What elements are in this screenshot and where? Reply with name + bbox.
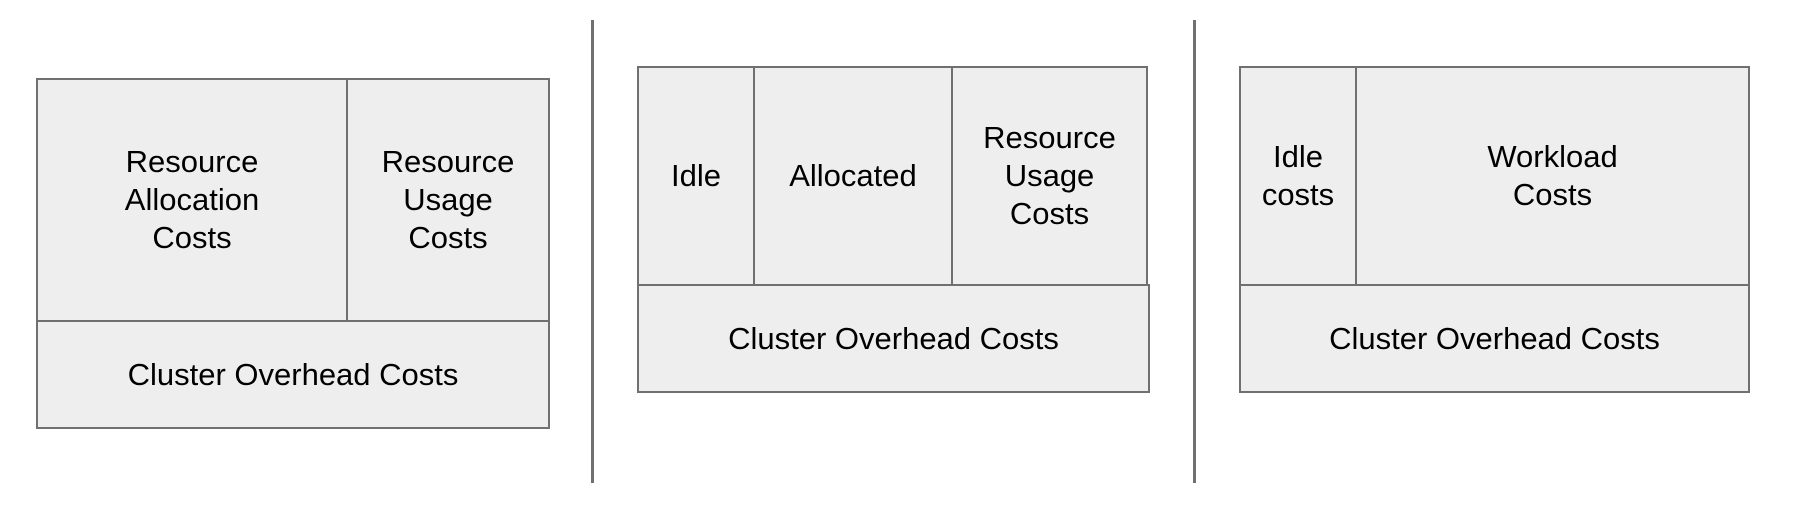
box-idle: Idle bbox=[637, 66, 755, 286]
panel-2-bottom-row: Cluster Overhead Costs bbox=[637, 284, 1150, 393]
panel-1-top-row: Resource Allocation Costs Resource Usage… bbox=[36, 78, 550, 322]
box-cluster-overhead-costs: Cluster Overhead Costs bbox=[637, 284, 1150, 393]
panel-workload-model: Idle costs Workload Costs Cluster Overhe… bbox=[1239, 66, 1750, 393]
box-cluster-overhead-costs: Cluster Overhead Costs bbox=[1239, 284, 1750, 393]
panel-separator-2 bbox=[1193, 20, 1196, 483]
box-workload-costs: Workload Costs bbox=[1355, 66, 1750, 286]
box-allocated: Allocated bbox=[753, 66, 953, 286]
panel-resource-allocation-model: Resource Allocation Costs Resource Usage… bbox=[36, 78, 550, 429]
box-resource-usage-costs: Resource Usage Costs bbox=[951, 66, 1148, 286]
box-resource-allocation-costs: Resource Allocation Costs bbox=[36, 78, 348, 322]
box-resource-usage-costs: Resource Usage Costs bbox=[346, 78, 550, 322]
panel-1-bottom-row: Cluster Overhead Costs bbox=[36, 320, 550, 429]
panel-separator-1 bbox=[591, 20, 594, 483]
box-idle-costs: Idle costs bbox=[1239, 66, 1357, 286]
panel-3-top-row: Idle costs Workload Costs bbox=[1239, 66, 1750, 286]
panel-3-bottom-row: Cluster Overhead Costs bbox=[1239, 284, 1750, 393]
box-cluster-overhead-costs: Cluster Overhead Costs bbox=[36, 320, 550, 429]
panel-2-top-row: Idle Allocated Resource Usage Costs bbox=[637, 66, 1150, 286]
panel-idle-allocated-model: Idle Allocated Resource Usage Costs Clus… bbox=[637, 66, 1150, 393]
